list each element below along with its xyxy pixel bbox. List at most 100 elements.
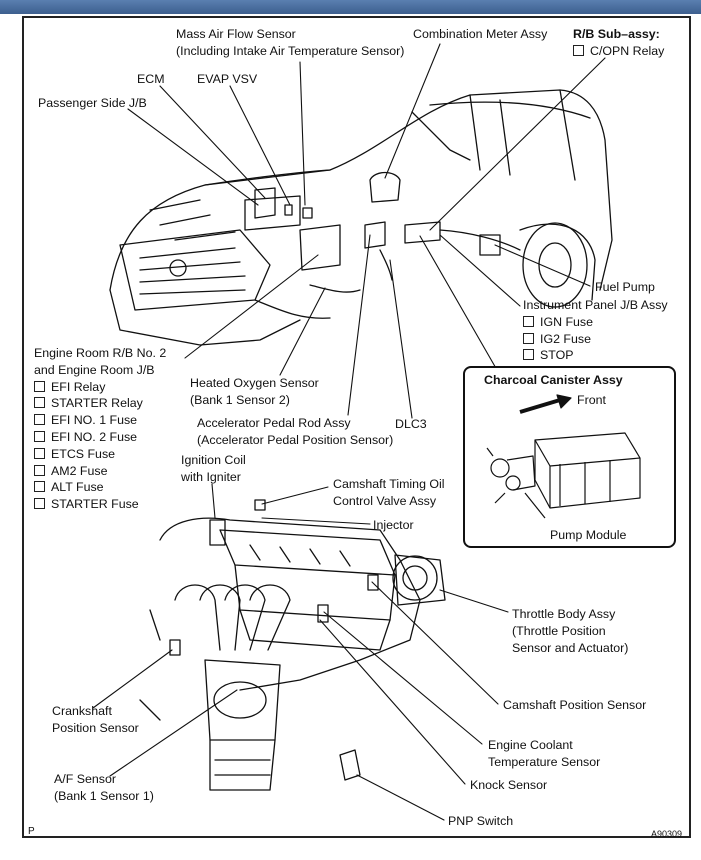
checkbox-icon: [34, 447, 45, 459]
front-label: Front: [577, 393, 606, 407]
heated-oxygen-line2: (Bank 1 Sensor 2): [190, 392, 290, 407]
engine-room-item: STARTER Relay: [34, 395, 166, 412]
engine-room-item-text: STARTER Fuse: [51, 497, 139, 512]
rb-sub-assy-title: R/B Sub–assy:: [573, 27, 660, 41]
dlc3-label: DLC3: [395, 416, 427, 433]
pump-module-label: Pump Module: [550, 528, 627, 542]
evap-vsv-label: EVAP VSV: [197, 71, 257, 88]
ignition-coil-line2: with Igniter: [181, 469, 241, 484]
coolant-temp-label: Engine Coolant Temperature Sensor: [488, 737, 600, 771]
dlc3-text: DLC3: [395, 417, 427, 431]
camshaft-position-text: Camshaft Position Sensor: [503, 698, 647, 712]
coolant-line2: Temperature Sensor: [488, 754, 601, 769]
rb-sub-item-text: C/OPN Relay: [590, 43, 665, 58]
ip-jb-item-text: IG2 Fuse: [540, 331, 591, 346]
maf-sensor-line2: (Including Intake Air Temperature Sensor…: [176, 43, 405, 58]
engine-room-title-2: and Engine Room J/B: [34, 362, 155, 377]
pnp-switch-text: PNP Switch: [448, 814, 514, 828]
engine-room-item-text: STARTER Relay: [51, 396, 143, 411]
ecm-text: ECM: [137, 72, 165, 86]
heated-oxygen-line1: Heated Oxygen Sensor: [190, 376, 319, 390]
vehicle-outline: [109, 89, 613, 346]
checkbox-icon: [573, 44, 584, 56]
engine-outline: [139, 499, 446, 791]
maf-sensor-label: Mass Air Flow Sensor (Including Intake A…: [176, 26, 404, 60]
ecm-label: ECM: [137, 71, 165, 88]
combination-meter-text: Combination Meter Assy: [413, 27, 548, 41]
engine-room-item: ETCS Fuse: [34, 446, 166, 463]
knock-sensor-label: Knock Sensor: [470, 777, 547, 794]
crankshaft-line1: Crankshaft: [52, 704, 112, 718]
throttle-body-line3: Sensor and Actuator): [512, 640, 629, 655]
camshaft-position-label: Camshaft Position Sensor: [503, 697, 646, 714]
engine-room-item-text: ETCS Fuse: [51, 446, 116, 461]
instrument-panel-jb-title: Instrument Panel J/B Assy: [523, 298, 668, 312]
ip-jb-item-text: IGN Fuse: [540, 314, 594, 329]
charcoal-canister-title: Charcoal Canister Assy: [484, 373, 623, 387]
combination-meter-label: Combination Meter Assy: [413, 26, 547, 43]
throttle-body-line2: (Throttle Position: [512, 623, 606, 638]
evap-vsv-text: EVAP VSV: [197, 72, 258, 86]
passenger-jb-text: Passenger Side J/B: [38, 96, 147, 110]
af-sensor-label: A/F Sensor (Bank 1 Sensor 1): [54, 771, 154, 805]
maf-sensor-line1: Mass Air Flow Sensor: [176, 27, 296, 41]
crankshaft-line2: Position Sensor: [52, 720, 139, 735]
charcoal-canister-inset: Charcoal Canister Assy Front Pump Module: [463, 366, 676, 548]
checkbox-icon: [34, 380, 45, 392]
injector-label: Injector: [373, 517, 414, 534]
engine-room-item: ALT Fuse: [34, 479, 166, 496]
crankshaft-sensor-label: Crankshaft Position Sensor: [52, 703, 139, 737]
camshaft-ocv-line1: Camshaft Timing Oil: [333, 477, 445, 491]
camshaft-ocv-label: Camshaft Timing Oil Control Valve Assy: [333, 476, 445, 510]
accelerator-line1: Accelerator Pedal Rod Assy: [197, 416, 351, 430]
checkbox-icon: [34, 498, 45, 510]
engine-room-item: STARTER Fuse: [34, 496, 166, 513]
engine-room-item-text: EFI NO. 1 Fuse: [51, 413, 138, 428]
instrument-panel-jb-label: Instrument Panel J/B Assy IGN Fuse IG2 F…: [523, 297, 668, 364]
figure-code: A90309: [651, 829, 683, 839]
engine-room-item-text: EFI Relay: [51, 379, 106, 394]
ignition-coil-label: Ignition Coil with Igniter: [181, 452, 246, 486]
fuel-pump-text: Fuel Pump: [595, 280, 655, 294]
page-mark-p: P: [28, 826, 35, 837]
engine-room-item-text: ALT Fuse: [51, 480, 104, 495]
window-top-bar: [0, 0, 701, 14]
accelerator-line2: (Accelerator Pedal Position Sensor): [197, 432, 394, 447]
rb-sub-assy-label: R/B Sub–assy: C/OPN Relay: [573, 26, 664, 60]
fuel-pump-label: Fuel Pump: [595, 279, 655, 296]
injector-text: Injector: [373, 518, 414, 532]
engine-room-item: AM2 Fuse: [34, 463, 166, 480]
heated-oxygen-sensor-label: Heated Oxygen Sensor (Bank 1 Sensor 2): [190, 375, 319, 409]
engine-room-item-text: EFI NO. 2 Fuse: [51, 429, 138, 444]
passenger-jb-label: Passenger Side J/B: [38, 95, 147, 112]
camshaft-ocv-line2: Control Valve Assy: [333, 493, 437, 508]
engine-room-item: EFI NO. 1 Fuse: [34, 412, 166, 429]
knock-sensor-text: Knock Sensor: [470, 778, 548, 792]
checkbox-icon: [523, 315, 534, 327]
engine-room-item: EFI Relay: [34, 379, 166, 396]
checkbox-icon: [34, 481, 45, 493]
pnp-switch-label: PNP Switch: [448, 813, 513, 830]
ip-jb-item: IGN Fuse: [523, 314, 668, 331]
engine-room-title-1: Engine Room R/B No. 2: [34, 346, 167, 360]
leader-lines: [92, 43, 606, 821]
checkbox-icon: [34, 430, 45, 442]
checkbox-icon: [523, 332, 534, 344]
throttle-body-line1: Throttle Body Assy: [512, 607, 616, 621]
throttle-body-label: Throttle Body Assy (Throttle Position Se…: [512, 606, 628, 656]
ip-jb-item: STOP: [523, 347, 668, 364]
rb-sub-item: C/OPN Relay: [573, 43, 664, 60]
accelerator-pedal-label: Accelerator Pedal Rod Assy (Accelerator …: [197, 415, 393, 449]
af-sensor-line2: (Bank 1 Sensor 1): [54, 788, 154, 803]
front-arrow-icon: [519, 398, 561, 414]
checkbox-icon: [523, 349, 534, 361]
engine-room-rb-label: Engine Room R/B No. 2 and Engine Room J/…: [34, 345, 166, 513]
ip-jb-item-text: STOP: [540, 348, 574, 363]
ip-jb-item: IG2 Fuse: [523, 331, 668, 348]
engine-room-item: EFI NO. 2 Fuse: [34, 429, 166, 446]
canister-artwork: [486, 394, 641, 519]
af-sensor-line1: A/F Sensor: [54, 772, 116, 786]
checkbox-icon: [34, 397, 45, 409]
coolant-line1: Engine Coolant: [488, 738, 573, 752]
